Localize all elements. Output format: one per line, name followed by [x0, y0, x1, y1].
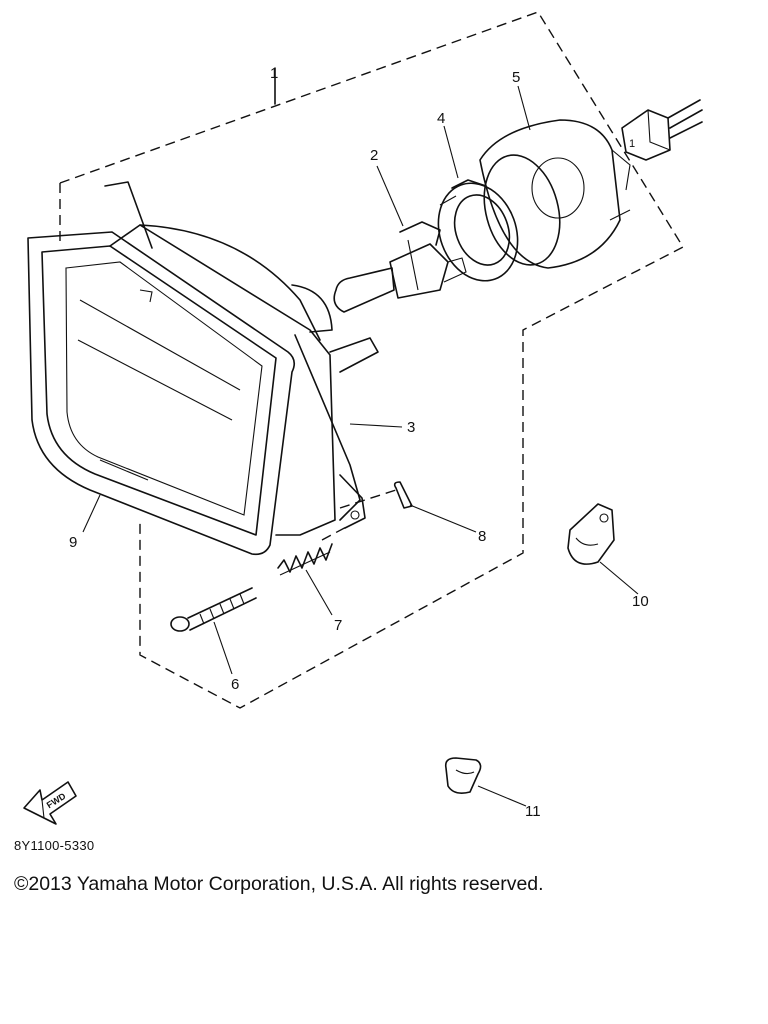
wire-clamp-small	[444, 757, 482, 794]
leader-lines	[82, 85, 639, 807]
headlight-unit	[65, 181, 379, 536]
callout-7: 7	[334, 617, 342, 634]
callout-5: 5	[512, 69, 520, 86]
callout-10: 10	[632, 593, 649, 610]
callout-9: 9	[69, 534, 77, 551]
headlight-rim	[27, 231, 296, 556]
callout-4: 4	[437, 110, 445, 127]
clip-small	[393, 481, 413, 509]
callout-8: 8	[478, 528, 486, 545]
copyright-text: ©2013 Yamaha Motor Corporation, U.S.A. A…	[14, 873, 544, 895]
assembly-boundary	[59, 11, 684, 709]
diagram-code: 8Y1100-5330	[14, 838, 95, 853]
connector-pin-label: 1	[629, 138, 635, 150]
fwd-label: FWD	[45, 791, 68, 811]
callout-3: 3	[407, 419, 415, 436]
socket-cover	[479, 119, 631, 269]
wire-clamp-large	[567, 503, 615, 565]
adjust-screw	[170, 587, 257, 632]
callout-1: 1	[270, 65, 278, 82]
fwd-arrow-icon: FWD	[23, 781, 77, 825]
callout-6: 6	[231, 676, 239, 693]
callout-2: 2	[370, 147, 378, 164]
headlight-bulb	[333, 221, 467, 313]
adjust-spring	[277, 543, 333, 576]
wire-connector: 1	[621, 99, 703, 161]
callout-11: 11	[525, 803, 541, 820]
bulb-retaining-ring	[437, 179, 519, 282]
